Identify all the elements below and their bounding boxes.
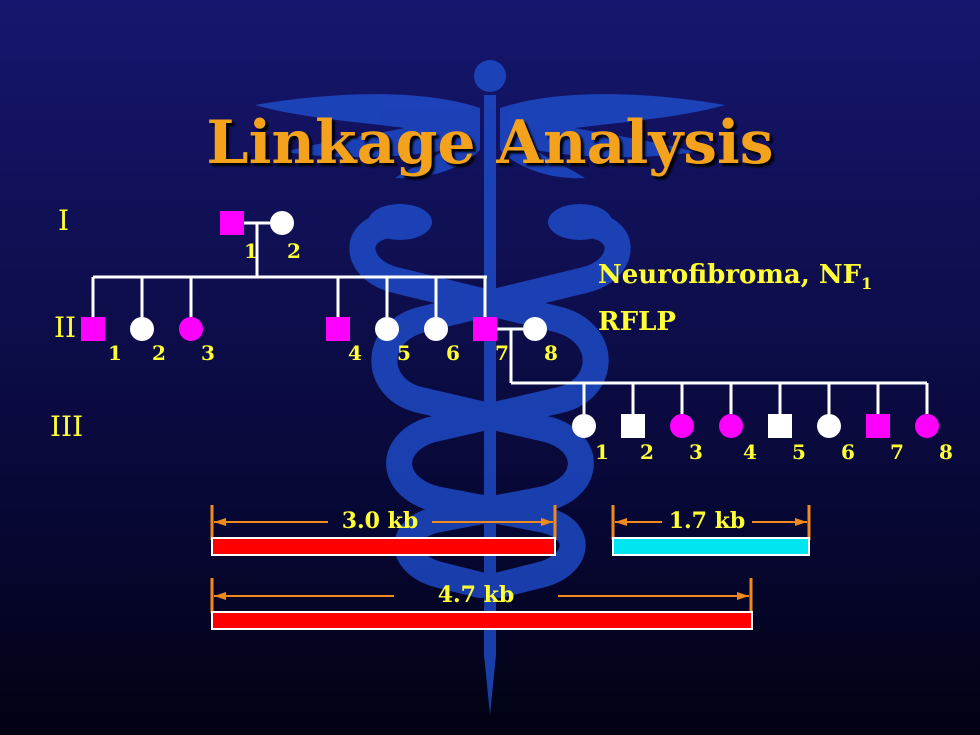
gen2-number: 3 xyxy=(201,341,215,365)
method-label: RFLP xyxy=(598,307,676,338)
gen2-female-3-affected xyxy=(179,317,203,341)
generation-label-II: II xyxy=(54,311,77,344)
generation-label-I: I xyxy=(58,204,70,237)
fragment-4-7kb xyxy=(210,578,753,630)
gen3-number: 2 xyxy=(640,440,654,464)
gen2-number: 5 xyxy=(397,341,411,365)
generation-label-III: III xyxy=(50,410,84,443)
gen3-number: 4 xyxy=(743,440,757,464)
gen3-number: 5 xyxy=(792,440,806,464)
caduceus-icon xyxy=(255,60,725,715)
gen3-number: 1 xyxy=(595,440,609,464)
gen1-number: 2 xyxy=(287,239,301,263)
gen3-female-3-affected xyxy=(670,414,694,438)
gen2-number: 7 xyxy=(495,341,509,365)
fragment-bar-1-7kb xyxy=(612,537,810,556)
gen3-number: 8 xyxy=(939,440,953,464)
gen3-male-2 xyxy=(621,414,645,438)
disease-label: Neurofibroma, NF1 RFLP xyxy=(598,256,872,341)
gen2-female-2 xyxy=(130,317,154,341)
disease-subscript: 1 xyxy=(861,274,873,294)
gen3-female-4-affected xyxy=(719,414,743,438)
gen3-female-8-affected xyxy=(915,414,939,438)
gen3-female-6 xyxy=(817,414,841,438)
fragment-label-1-7kb: 1.7 kb xyxy=(668,508,746,534)
gen2-number: 4 xyxy=(348,341,362,365)
gen3-number: 7 xyxy=(890,440,904,464)
gen1-female-2 xyxy=(270,211,294,235)
gen2-male-1-affected xyxy=(81,317,105,341)
slide-title: Linkage Analysis xyxy=(206,108,774,178)
fragment-1-7kb xyxy=(611,505,811,556)
gen2-female-8 xyxy=(523,317,547,341)
gen2-number: 8 xyxy=(544,341,558,365)
gen2-number: 6 xyxy=(446,341,460,365)
pedigree-lines xyxy=(91,221,929,414)
gen3-number: 3 xyxy=(689,440,703,464)
gen3-male-7-affected xyxy=(866,414,890,438)
fragment-bar-4-7kb xyxy=(211,611,753,630)
gen1-male-1-affected xyxy=(220,211,244,235)
fragment-3kb xyxy=(210,505,557,556)
gen3-number: 6 xyxy=(841,440,855,464)
gen2-number: 1 xyxy=(108,341,122,365)
gen3-female-1 xyxy=(572,414,596,438)
gen2-female-5 xyxy=(375,317,399,341)
fragment-bar-3kb xyxy=(211,537,556,556)
gen2-female-6 xyxy=(424,317,448,341)
gen2-male-7-affected xyxy=(473,317,497,341)
gen3-male-5 xyxy=(768,414,792,438)
gen2-number: 2 xyxy=(152,341,166,365)
gen1-number: 1 xyxy=(244,239,258,263)
fragment-label-3kb: 3.0 kb xyxy=(341,508,419,534)
gen2-male-4-affected xyxy=(326,317,350,341)
disease-name: Neurofibroma, NF xyxy=(598,260,862,290)
fragment-label-4-7kb: 4.7 kb xyxy=(437,582,515,608)
